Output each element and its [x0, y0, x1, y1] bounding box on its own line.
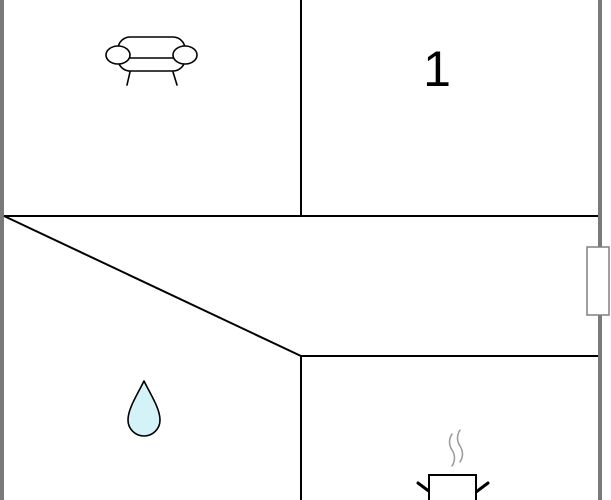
- sofa-icon: [105, 36, 198, 86]
- cooking-pot-icon: [416, 429, 490, 500]
- room-number-label: 1: [423, 41, 451, 97]
- steam-icon: [448, 429, 464, 467]
- wall-diagonal: [3, 215, 302, 357]
- water-drop-icon: [127, 380, 161, 437]
- window: [586, 246, 610, 316]
